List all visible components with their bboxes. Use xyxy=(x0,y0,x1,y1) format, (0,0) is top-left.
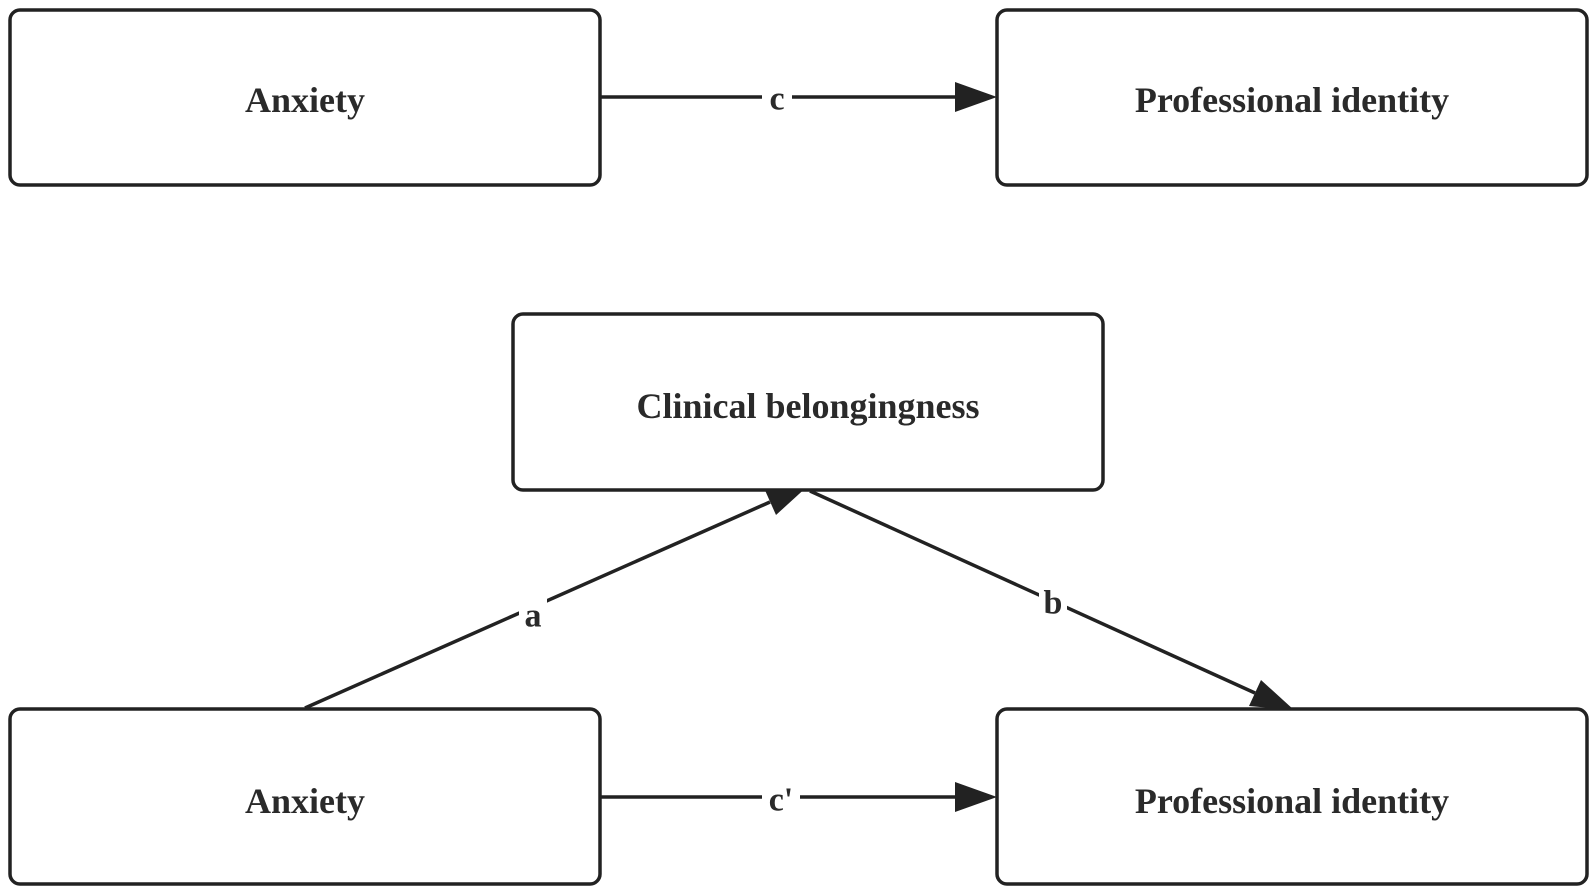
node-clinical-belongingness-label: Clinical belongingness xyxy=(636,386,979,426)
edge-c-label: c xyxy=(769,81,784,118)
edge-a-label-bg xyxy=(519,596,547,636)
node-clinical-belongingness-box xyxy=(511,312,1105,492)
node-professional-identity-top-box xyxy=(995,8,1589,187)
edge-a: a xyxy=(304,484,810,710)
edge-c-prime-arrowhead xyxy=(955,782,997,812)
edge-b-label-bg xyxy=(1039,583,1067,623)
node-anxiety-bottom: Anxiety xyxy=(8,707,602,886)
edge-c: c xyxy=(600,78,997,118)
edge-c-prime-label-bg xyxy=(762,778,800,818)
node-professional-identity-bottom-label: Professional identity xyxy=(1135,781,1449,821)
edge-c-prime: c' xyxy=(600,778,997,819)
edge-b-label: b xyxy=(1044,585,1063,622)
node-anxiety-bottom-label: Anxiety xyxy=(245,781,365,821)
node-professional-identity-top: Professional identity xyxy=(995,8,1589,187)
edge-a-label: a xyxy=(525,598,542,635)
node-anxiety-top-label: Anxiety xyxy=(245,80,365,120)
edge-b-arrowhead xyxy=(1249,680,1294,710)
edge-b: b xyxy=(809,489,1294,710)
node-professional-identity-top-label: Professional identity xyxy=(1135,80,1449,120)
top-panel: c Anxiety Professional identity xyxy=(8,8,1589,187)
bottom-panel: a b c' Clinical belongingness Anxiety xyxy=(8,312,1589,886)
node-professional-identity-bottom-box xyxy=(995,707,1589,886)
node-anxiety-top: Anxiety xyxy=(8,8,602,187)
node-professional-identity-bottom: Professional identity xyxy=(995,707,1589,886)
edge-c-label-bg xyxy=(762,78,792,118)
node-anxiety-bottom-box xyxy=(8,707,602,886)
node-anxiety-top-box xyxy=(8,8,602,187)
edge-c-arrowhead xyxy=(955,82,997,112)
edge-b-line xyxy=(809,489,1256,695)
edge-c-prime-label: c' xyxy=(769,782,794,819)
node-clinical-belongingness: Clinical belongingness xyxy=(511,312,1105,492)
